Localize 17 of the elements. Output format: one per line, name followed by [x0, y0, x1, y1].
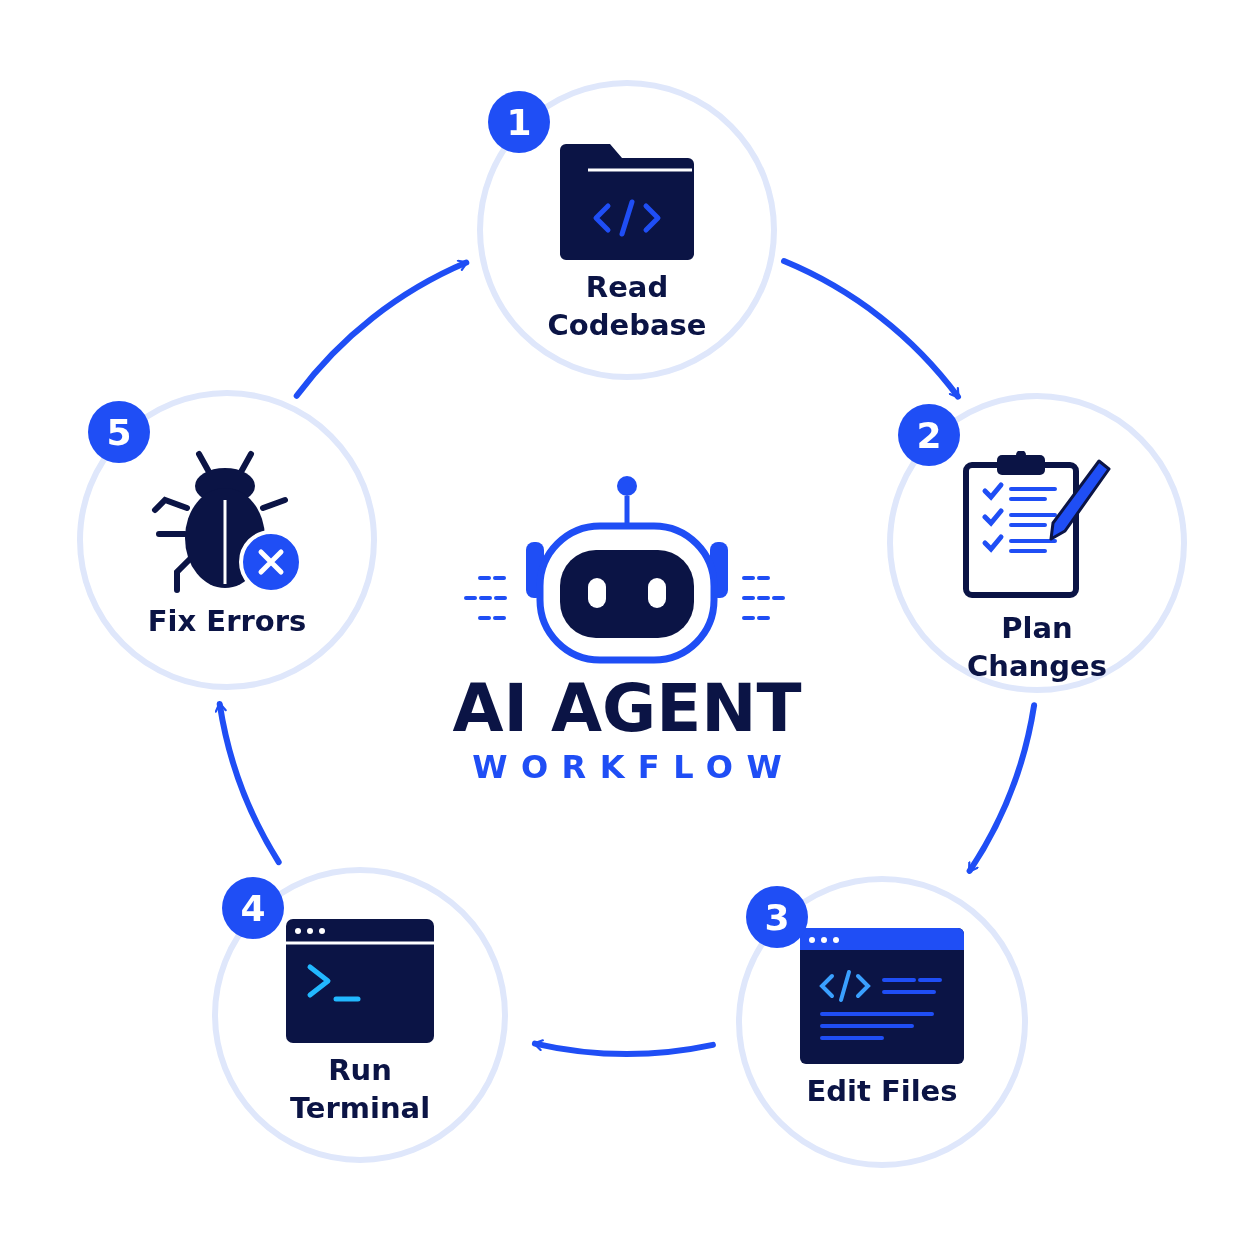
step-number: 5	[88, 401, 150, 463]
step-number: 3	[746, 886, 808, 948]
step-number: 1	[488, 91, 550, 153]
step-label: Fix Errors	[146, 603, 308, 640]
step-label: Edit Files	[805, 1073, 959, 1110]
step-label: Plan Changes	[966, 610, 1108, 685]
step-number: 4	[222, 877, 284, 939]
step-number: 2	[898, 404, 960, 466]
curved-arrow	[966, 702, 1038, 874]
step-label: Read Codebase	[546, 269, 708, 344]
curved-arrow	[215, 701, 282, 866]
subtitle: WORKFLOW	[471, 748, 797, 786]
step-label: Run Terminal	[288, 1052, 432, 1127]
title: AI AGENT	[451, 670, 803, 747]
curved-arrow	[781, 258, 961, 400]
curved-arrow	[531, 1038, 716, 1057]
curved-arrow	[293, 259, 470, 399]
